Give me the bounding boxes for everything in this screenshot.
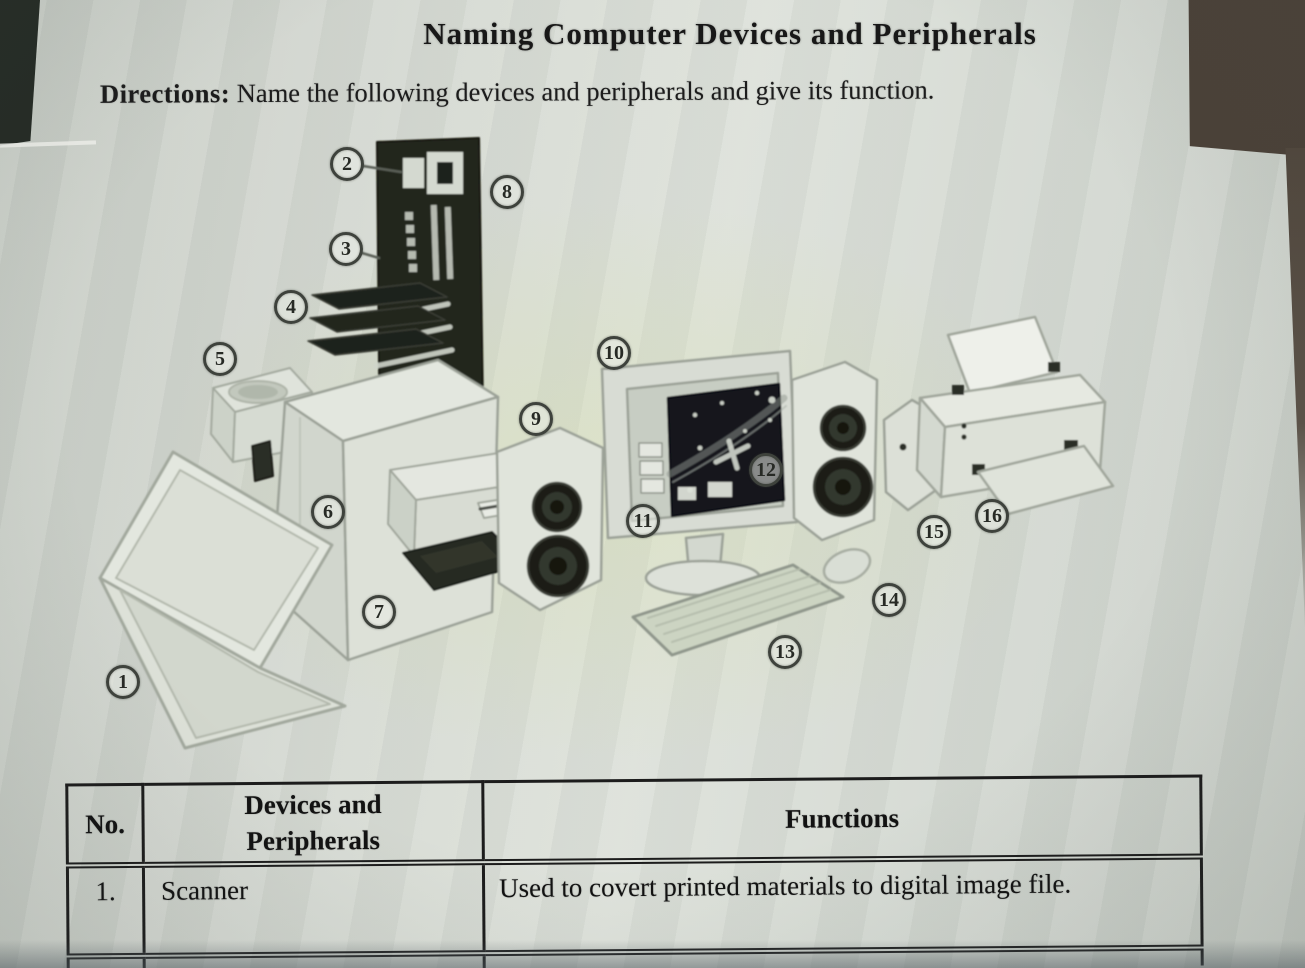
header-functions: Functions — [482, 776, 1202, 863]
expansion-cards-illustration — [307, 282, 448, 356]
scanner-illustration — [98, 450, 347, 750]
diagram-marker-5: 5 — [203, 342, 237, 376]
diagram-marker-10: 10 — [597, 336, 631, 370]
diagram-marker-4: 4 — [274, 290, 308, 324]
diagram-marker-13: 13 — [768, 635, 802, 669]
header-devices-peripherals: Devices and Peripherals — [142, 781, 484, 865]
worksheet-table: No. Devices and Peripherals Functions 1.… — [65, 775, 1203, 968]
diagram-marker-14: 14 — [872, 583, 906, 617]
table-header-row: No. Devices and Peripherals Functions — [66, 776, 1202, 866]
diagram-marker-16: 16 — [975, 499, 1009, 533]
printer-illustration — [915, 315, 1115, 516]
marker-leader-lines — [360, 164, 403, 260]
mouse-illustration — [822, 548, 872, 584]
right-speaker-illustration — [790, 360, 879, 542]
monitor-buttons-illustration — [638, 442, 665, 494]
diagram-marker-12: 12 — [749, 453, 783, 487]
diagram-marker-3: 3 — [329, 232, 363, 266]
photo-corner-dark-topright — [1188, 0, 1305, 168]
diagram-marker-9: 9 — [519, 402, 553, 436]
left-speaker-illustration — [495, 426, 605, 612]
diagram-marker-6: 6 — [311, 495, 345, 529]
diagram-marker-2: 2 — [330, 147, 364, 181]
diagram-marker-11: 11 — [626, 504, 660, 538]
page-title: Naming Computer Devices and Peripherals — [423, 16, 1037, 51]
keyboard-illustration — [631, 563, 845, 657]
photo-bottom-shadow — [0, 940, 1305, 968]
diagram-marker-15: 15 — [917, 515, 951, 549]
diagram-marker-8: 8 — [490, 175, 524, 209]
diagram-marker-7: 7 — [362, 595, 396, 629]
row1-function: Used to covert printed materials to digi… — [483, 856, 1203, 954]
screen-content-illustration — [666, 382, 788, 518]
header-no: No. — [66, 784, 144, 866]
diagram-marker-1: 1 — [106, 665, 140, 699]
